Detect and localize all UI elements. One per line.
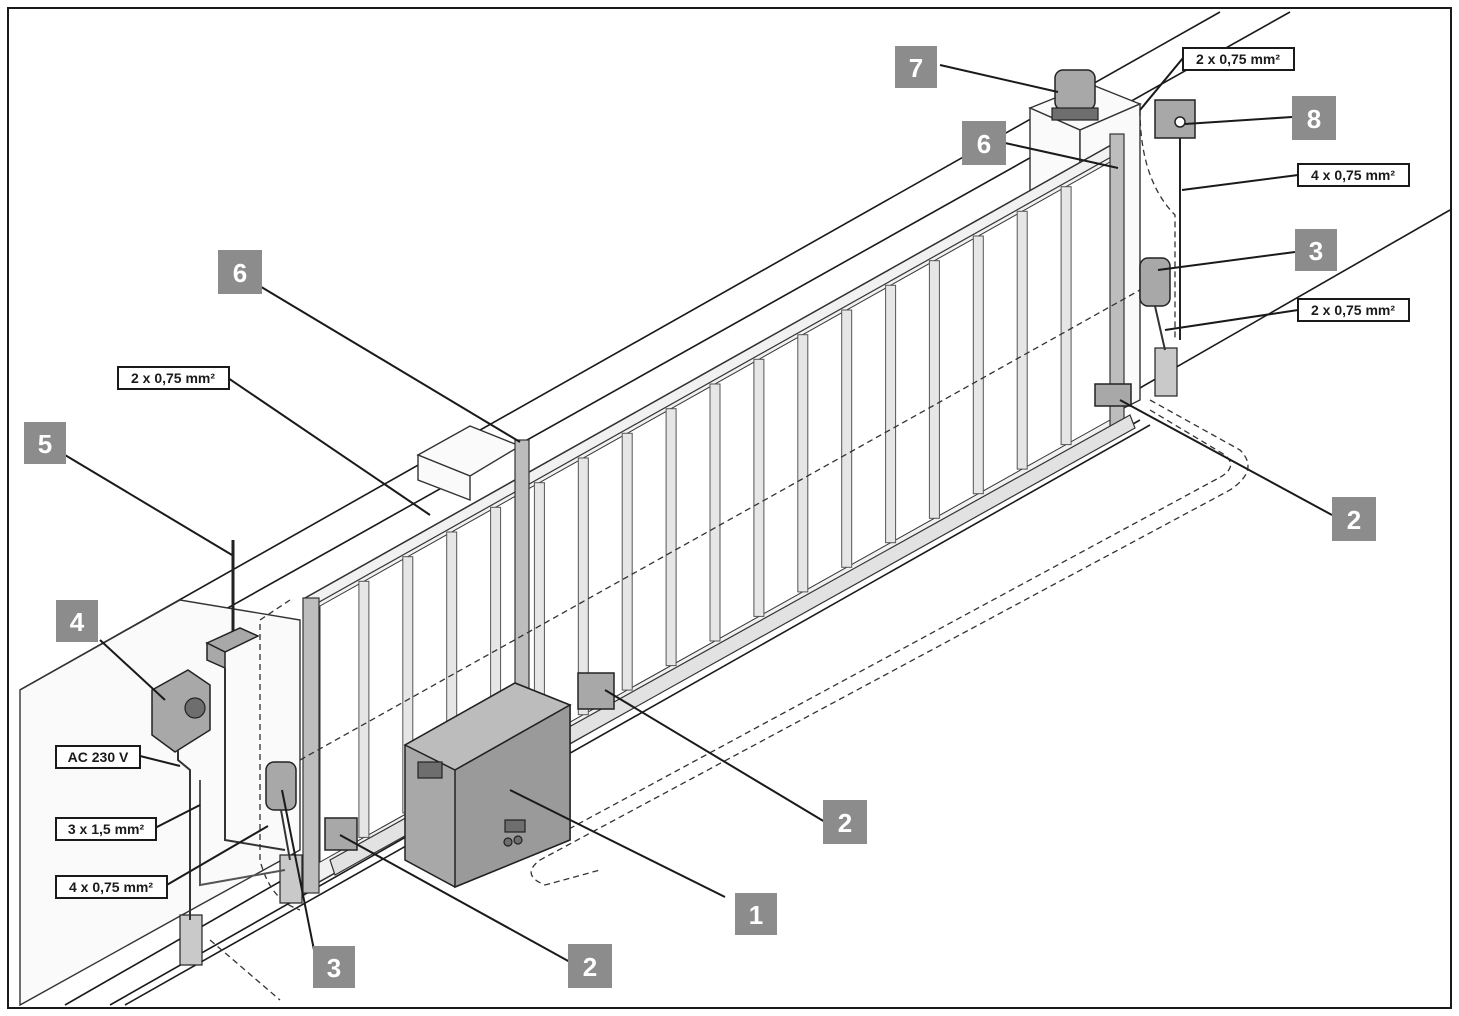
svg-text:4 x 0,75 mm²: 4 x 0,75 mm² [1311, 167, 1395, 183]
cable-label-key-switch: 4 x 0,75 mm² [1297, 163, 1410, 187]
gate-bar [1016, 210, 1028, 470]
svg-text:3: 3 [1309, 236, 1323, 266]
svg-text:6: 6 [233, 258, 247, 288]
cable-label-flashing-light: 2 x 0,75 mm² [1182, 47, 1295, 71]
svg-text:2 x 0,75 mm²: 2 x 0,75 mm² [1196, 51, 1280, 67]
callout-2-middle: 2 [823, 800, 867, 844]
gate-bar [577, 457, 589, 716]
cable-label-antenna: 2 x 0,75 mm² [117, 366, 230, 390]
photocell-box-left [324, 817, 358, 851]
cable-labels: 2 x 0,75 mm² 4 x 0,75 mm² 2 x 0,75 mm² 2… [55, 47, 1410, 899]
key-switch [1154, 99, 1196, 340]
cable-label-left-photocell: 4 x 0,75 mm² [55, 875, 168, 899]
svg-text:2 x 0,75 mm²: 2 x 0,75 mm² [1311, 302, 1395, 318]
cable-label-right-photocell: 2 x 0,75 mm² [1297, 298, 1410, 322]
gate-bar [797, 334, 809, 593]
gate-bar [358, 580, 370, 838]
svg-text:2: 2 [838, 808, 852, 838]
cable-label-power-cable: 3 x 1,5 mm² [55, 817, 157, 841]
callout-1: 1 [735, 893, 777, 935]
gate-bar [841, 309, 853, 568]
callout-6-left: 6 [218, 250, 262, 294]
gate-bar [753, 358, 765, 617]
flashing-light [1051, 69, 1099, 121]
gate-bar [1060, 186, 1072, 446]
figure-border [7, 7, 1452, 1009]
svg-text:4: 4 [70, 607, 85, 637]
svg-text:2: 2 [583, 952, 597, 982]
svg-text:1: 1 [749, 900, 763, 930]
photocell-left [265, 761, 297, 811]
cable-label-mains: AC 230 V [55, 745, 141, 769]
callout-8: 8 [1292, 96, 1336, 140]
svg-text:AC 230 V: AC 230 V [68, 749, 129, 765]
numbered-callouts: 1 2 2 2 3 3 4 5 6 6 7 8 [24, 46, 1376, 988]
svg-text:2: 2 [1347, 505, 1361, 535]
gate-bar [621, 432, 633, 691]
callout-2-right: 2 [1332, 497, 1376, 541]
cable-routes [209, 109, 1249, 1001]
svg-text:6: 6 [977, 129, 991, 159]
antenna [205, 540, 260, 670]
device-wires [177, 305, 1166, 920]
callout-6-right: 6 [962, 121, 1006, 165]
callout-5: 5 [24, 422, 66, 464]
svg-text:8: 8 [1307, 104, 1321, 134]
gate-bar [665, 408, 677, 667]
gate-vertical-bars [358, 186, 1072, 838]
svg-text:3: 3 [327, 953, 341, 983]
svg-text:5: 5 [38, 429, 52, 459]
callout-3-left: 3 [313, 946, 355, 988]
svg-text:2 x 0,75 mm²: 2 x 0,75 mm² [131, 370, 215, 386]
callout-2-bottom: 2 [568, 944, 612, 988]
leader-lines [64, 57, 1333, 963]
svg-text:7: 7 [909, 53, 923, 83]
photocell-right [1139, 257, 1171, 307]
svg-text:4 x 0,75 mm²: 4 x 0,75 mm² [69, 879, 153, 895]
gate-bar [709, 383, 721, 642]
gate-bar [885, 284, 897, 544]
callout-7: 7 [895, 46, 937, 88]
left-wall [19, 425, 522, 1007]
callout-3-right: 3 [1295, 229, 1337, 271]
motor-drive-unit [403, 682, 572, 889]
gate-bar [928, 260, 940, 519]
gate-posts [302, 133, 1125, 894]
gate-bar [972, 235, 984, 495]
callout-4: 4 [56, 600, 98, 642]
svg-text:3 x 1,5 mm²: 3 x 1,5 mm² [68, 821, 145, 837]
main-switch [151, 669, 211, 753]
